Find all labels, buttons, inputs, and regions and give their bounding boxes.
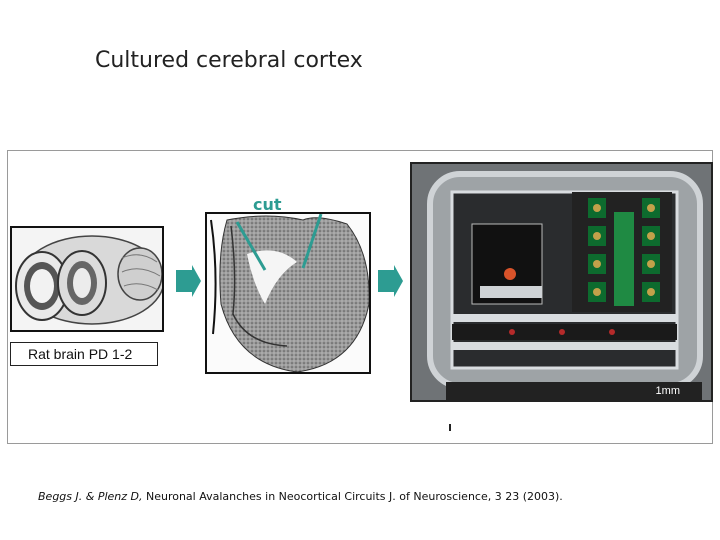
citation: Beggs J. & Plenz D, Neuronal Avalanches … bbox=[38, 490, 563, 503]
slide-title: Cultured cerebral cortex bbox=[95, 48, 363, 73]
rat-brain-image bbox=[10, 226, 164, 332]
citation-authors: Beggs J. & Plenz D, bbox=[38, 490, 143, 503]
scale-bar-label: 1mm bbox=[446, 382, 702, 400]
arrow-2 bbox=[378, 265, 403, 297]
rat-brain-illustration bbox=[15, 235, 162, 325]
incubator-illustration bbox=[412, 164, 711, 400]
coronal-slice-illustration bbox=[210, 214, 369, 372]
scale-tick bbox=[449, 424, 451, 431]
rat-brain-label: Rat brain PD 1-2 bbox=[10, 342, 158, 366]
arrow-1 bbox=[176, 265, 201, 297]
cut-label: cut bbox=[253, 195, 282, 214]
coronal-slice-image bbox=[205, 212, 371, 374]
citation-text: Neuronal Avalanches in Neocortical Circu… bbox=[142, 490, 563, 503]
culture-incubator-photo bbox=[410, 162, 713, 402]
